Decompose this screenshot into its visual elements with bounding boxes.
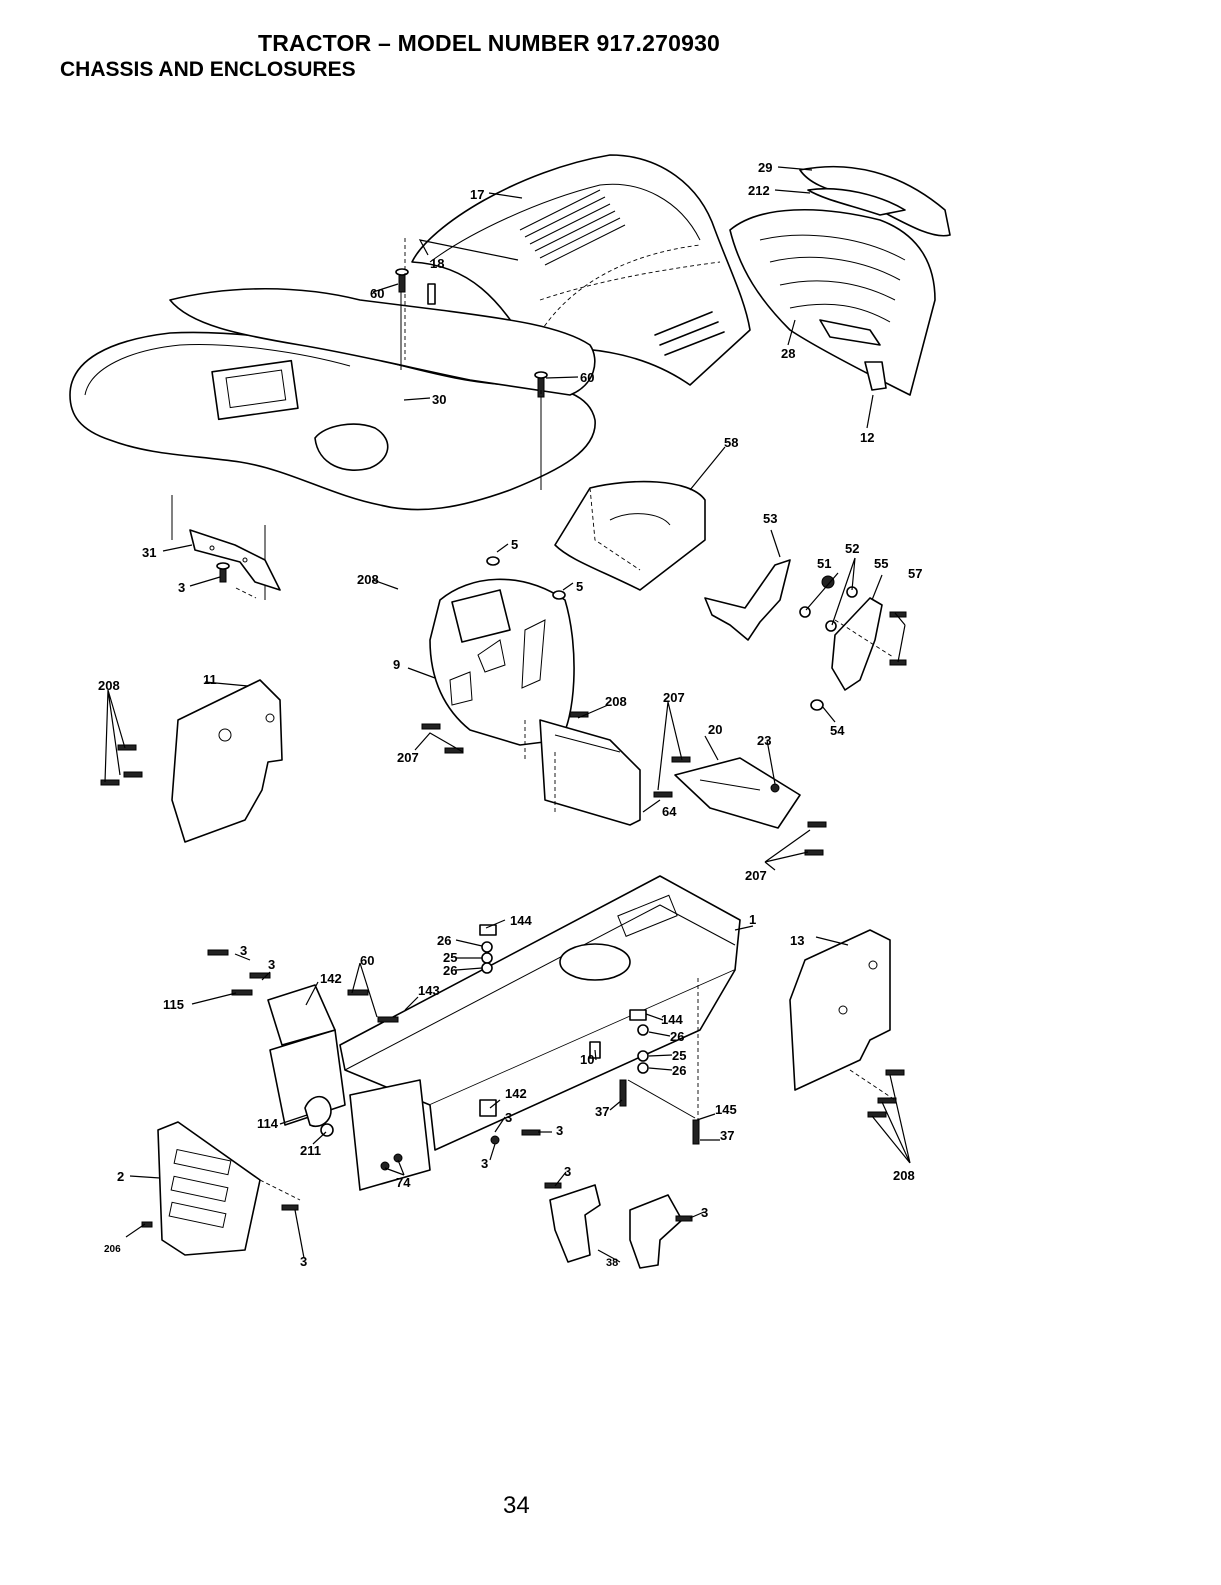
- callout-115: 115: [163, 997, 184, 1012]
- callout-25-b: 25: [672, 1048, 686, 1063]
- callout-26-a: 26: [437, 933, 451, 948]
- callout-10: 10: [580, 1052, 594, 1067]
- callout-60-a: 60: [370, 286, 384, 301]
- callout-3-a: 3: [178, 580, 185, 595]
- callout-37-b: 37: [720, 1128, 734, 1143]
- callout-64: 64: [662, 804, 677, 819]
- callout-5-b: 5: [576, 579, 583, 594]
- callout-3-g: 3: [300, 1254, 307, 1269]
- callout-142-b: 142: [505, 1086, 527, 1101]
- callout-208-d: 208: [893, 1168, 915, 1183]
- callout-2: 2: [117, 1169, 124, 1184]
- callout-60-c: 60: [360, 953, 374, 968]
- callout-26-c: 26: [670, 1029, 684, 1044]
- callout-114: 114: [257, 1116, 279, 1131]
- callout-60-b: 60: [580, 370, 594, 385]
- callout-30: 30: [432, 392, 446, 407]
- callout-207-a: 207: [663, 690, 685, 705]
- callout-29: 29: [758, 160, 772, 175]
- callout-3-f: 3: [481, 1156, 488, 1171]
- bolt-60-top: [396, 269, 408, 292]
- callout-52: 52: [845, 541, 859, 556]
- bracket-38-part: [550, 1185, 682, 1268]
- callout-3-e: 3: [556, 1123, 563, 1138]
- callout-207-c: 207: [745, 868, 767, 883]
- callout-207-b: 207: [397, 750, 419, 765]
- side-panel-13-part: [790, 930, 890, 1090]
- callout-17: 17: [470, 187, 484, 202]
- callout-58: 58: [724, 435, 738, 450]
- callout-144-b: 144: [661, 1012, 683, 1027]
- callout-212: 212: [748, 183, 770, 198]
- callout-3-b: 3: [240, 943, 247, 958]
- callout-74: 74: [396, 1175, 411, 1190]
- grille-nose-part: [730, 167, 950, 395]
- bracket-31-part: [190, 530, 280, 590]
- callout-3-d: 3: [505, 1110, 512, 1125]
- front-plate-2-part: [158, 1122, 260, 1255]
- callout-3-c: 3: [268, 957, 275, 972]
- callout-51: 51: [817, 556, 831, 571]
- bolt-3-under-bracket: [217, 563, 229, 582]
- callout-145: 145: [715, 1102, 737, 1117]
- bolts-208-left: [101, 745, 142, 785]
- callout-3-h: 3: [564, 1164, 571, 1179]
- callout-26-d: 26: [672, 1063, 686, 1078]
- callout-208-b: 208: [98, 678, 120, 693]
- dash-panel-part: [430, 579, 574, 745]
- callout-23: 23: [757, 733, 771, 748]
- callout-53: 53: [763, 511, 777, 526]
- hood-support-58-part: [555, 482, 705, 590]
- callout-37-a: 37: [595, 1104, 609, 1119]
- callout-12: 12: [860, 430, 874, 445]
- callout-38: 38: [606, 1257, 618, 1269]
- callout-206: 206: [104, 1244, 121, 1255]
- callout-208-c: 208: [605, 694, 627, 709]
- callout-211: 211: [300, 1143, 321, 1158]
- bracket-53-part: [705, 560, 790, 640]
- callout-54: 54: [830, 723, 845, 738]
- bracket-55-part: [832, 598, 882, 690]
- callout-31: 31: [142, 545, 156, 560]
- callout-9: 9: [393, 657, 400, 672]
- callout-11: 11: [203, 672, 217, 687]
- callout-20: 20: [708, 722, 722, 737]
- callout-208-a: 208: [357, 572, 379, 587]
- plate-20-part: [675, 758, 800, 828]
- callout-18: 18: [430, 256, 444, 271]
- callout-3-i: 3: [701, 1205, 708, 1220]
- callout-57: 57: [908, 566, 922, 581]
- page-number: 34: [503, 1492, 530, 1520]
- callout-142-a: 142: [320, 971, 342, 986]
- callout-144-a: 144: [510, 913, 532, 928]
- callout-26-b: 26: [443, 963, 457, 978]
- callout-55: 55: [874, 556, 888, 571]
- callout-5-a: 5: [511, 537, 518, 552]
- callout-28: 28: [781, 346, 795, 361]
- callout-1: 1: [749, 912, 756, 927]
- callout-13: 13: [790, 933, 804, 948]
- callout-143: 143: [418, 983, 440, 998]
- side-panel-11-part: [172, 680, 282, 842]
